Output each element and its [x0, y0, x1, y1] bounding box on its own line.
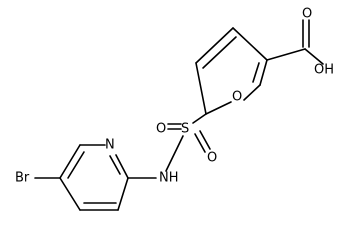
bond-furan-o-c2 — [243, 84, 261, 101]
bond-furan-c3-c2 — [232, 27, 268, 61]
bond-s-n — [165, 135, 184, 172]
bond-furan-c2-double — [252, 62, 260, 83]
atom-label-sulfonyl-o-left: O — [156, 122, 166, 137]
bond-py-c6-c5-double — [67, 151, 85, 179]
furan-ring — [195, 27, 268, 115]
atom-label-carbonyl-o: O — [302, 7, 312, 22]
bond-s-o-right — [199, 130, 211, 150]
atom-label-bromine: Br — [15, 171, 30, 186]
sulfonyl-group — [165, 113, 211, 172]
bond-furan-c3-c4-double — [202, 36, 237, 69]
bond-py-c6-c5 — [59, 144, 81, 179]
structure-svg: OH O O S O O NH N Br — [15, 7, 334, 211]
bond-c2-carboxyl — [266, 48, 306, 61]
bond-py-c5-c4 — [59, 177, 81, 211]
bond-furan-c5-o — [205, 101, 232, 115]
bond-py-c3-c2 — [117, 177, 129, 211]
atom-label-pyridine-n: N — [105, 138, 115, 153]
atom-label-furan-o: O — [232, 90, 242, 105]
bond-furan-c3-c4 — [195, 27, 234, 64]
atom-label-sulfur: S — [181, 122, 189, 137]
atom-label-sulfonyl-o-right: O — [207, 151, 217, 166]
bond-furan-c4-c5 — [195, 62, 207, 115]
atom-label-nh: NH — [159, 171, 179, 186]
carboxyl-group — [266, 19, 324, 65]
pyridine-ring — [59, 144, 129, 211]
molecule-diagram: OH O O S O O NH N Br — [15, 7, 334, 211]
bond-furan-c2-c3-link — [259, 59, 268, 86]
bond-py-c2-n — [115, 154, 129, 179]
bond-c5-s — [192, 113, 207, 124]
bond-s-o-right-double — [194, 133, 206, 153]
bond-py-c2-n-double — [109, 155, 121, 175]
atom-label-oh: OH — [314, 63, 334, 78]
bond-carboxyl-oh — [304, 48, 324, 65]
